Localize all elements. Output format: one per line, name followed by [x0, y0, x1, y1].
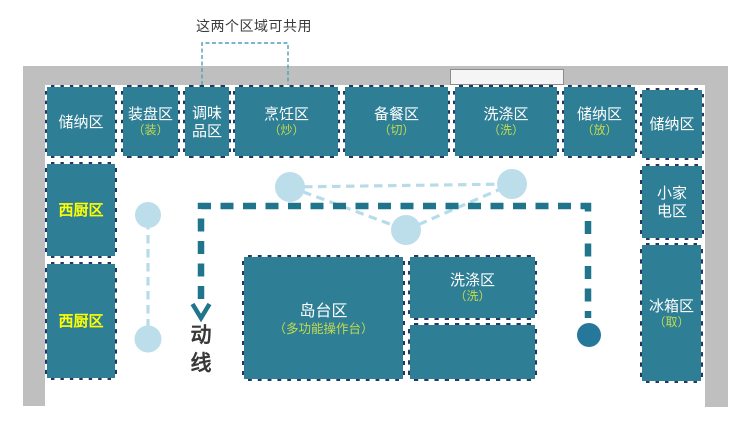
- zone-washing-center: 洗涤区 （洗）: [408, 255, 537, 320]
- flow-node-island: [391, 215, 421, 245]
- wall-top: [23, 66, 728, 85]
- zone-sublabel: （装）: [132, 123, 169, 137]
- flow-label: 动 线: [185, 321, 217, 377]
- flow-node-end: [577, 323, 601, 347]
- zone-small-appliances: 小家电区: [640, 164, 704, 240]
- zone-plating: 装盘区 （装）: [121, 85, 180, 158]
- zone-label: 西厨区: [58, 312, 104, 330]
- flow-node-west-bottom: [134, 325, 162, 353]
- flow-node-west-top: [135, 202, 161, 228]
- zone-sublabel: （洗）: [454, 289, 491, 303]
- zone-island-blank: [408, 323, 537, 381]
- zone-island: 岛台区 （多功能操作台）: [242, 255, 405, 381]
- zone-label: 岛台区: [299, 300, 348, 320]
- zone-cooking: 烹饪区 （炒）: [233, 85, 340, 158]
- zone-storage-right: 储纳区: [640, 88, 704, 160]
- flow-label-char-bottom: 线: [190, 351, 212, 375]
- zone-prep: 备餐区 （切）: [343, 85, 450, 158]
- window: [450, 69, 564, 85]
- zone-storage-put: 储纳区 （放）: [562, 85, 637, 158]
- zone-label: 小家电区: [656, 184, 687, 220]
- zone-label: 储纳区: [649, 115, 695, 133]
- zone-label: 装盘区: [127, 105, 173, 123]
- zone-label: 烹饪区: [263, 105, 309, 123]
- zone-label: 调味品区: [191, 103, 222, 140]
- flow-node-cooking: [275, 172, 305, 202]
- zone-seasoning: 调味品区: [183, 85, 231, 158]
- zone-label: 冰箱区: [648, 296, 694, 315]
- zone-fridge: 冰箱区 （取）: [640, 243, 703, 383]
- zone-sublabel: （放）: [581, 123, 618, 137]
- flow-arrow-icon: [190, 302, 212, 323]
- zone-sublabel: （洗）: [487, 123, 524, 137]
- zone-label: 洗涤区: [483, 105, 529, 123]
- zone-label: 储纳区: [58, 112, 104, 131]
- zone-western-kitchen-2: 西厨区: [45, 262, 117, 380]
- zone-sublabel: （多功能操作台）: [273, 320, 374, 336]
- shared-area-annotation: 这两个区域可共用: [196, 19, 312, 35]
- zone-sublabel: （切）: [378, 123, 415, 137]
- triangle-line-left: [289, 185, 407, 232]
- zone-sublabel: （取）: [653, 314, 690, 329]
- flow-node-washing: [497, 169, 527, 199]
- zone-washing-top: 洗涤区 （洗）: [453, 85, 559, 158]
- wall-left: [23, 66, 45, 406]
- zone-label: 洗涤区: [449, 271, 495, 289]
- zone-sublabel: （炒）: [268, 123, 305, 137]
- zone-storage-top-left: 储纳区: [45, 85, 117, 158]
- flow-label-char-top: 动: [190, 323, 212, 347]
- zone-western-kitchen-1: 西厨区: [45, 162, 117, 258]
- triangle-line-top: [289, 182, 513, 189]
- wall-right: [705, 66, 728, 407]
- triangle-line-right: [405, 182, 513, 232]
- zone-label: 备餐区: [373, 105, 419, 123]
- zone-label: 西厨区: [58, 201, 104, 219]
- zone-label: 储纳区: [576, 105, 622, 123]
